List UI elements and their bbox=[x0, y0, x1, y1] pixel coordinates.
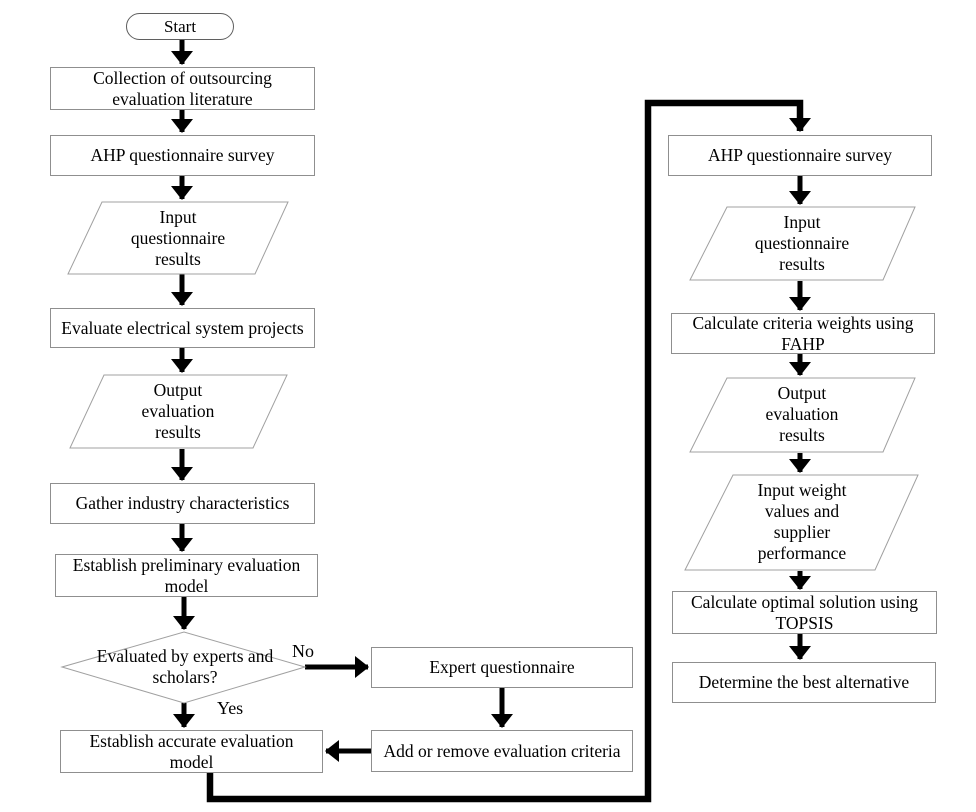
node-label: Establish preliminary evaluation model bbox=[72, 554, 301, 596]
diamond-decision bbox=[60, 631, 307, 704]
node-label: Evaluated by experts and scholars? bbox=[96, 646, 274, 687]
node-label: Collection of outsourcing evaluation lit… bbox=[93, 67, 272, 109]
node-label: Output evaluation results bbox=[765, 382, 839, 445]
node-label: Evaluate electrical system projects bbox=[61, 317, 304, 338]
node-label: Determine the best alternative bbox=[698, 672, 910, 692]
node-label: Establish accurate evaluation model bbox=[89, 730, 294, 772]
arrow-accurate-model-to-right-column bbox=[206, 99, 811, 803]
node-label: Gather industry characteristics bbox=[75, 493, 290, 513]
node-calc-topsis: Calculate optimal solution using TOPSIS bbox=[672, 591, 937, 634]
node-establish-accurate: Establish accurate evaluation model bbox=[60, 730, 323, 773]
node-ahp-survey-left: AHP questionnaire survey bbox=[50, 135, 315, 176]
node-output-results-right: Output evaluation results bbox=[722, 381, 882, 447]
node-input-questionnaire-right: Input questionnaire results bbox=[722, 210, 882, 276]
node-label: Calculate criteria weights using FAHP bbox=[692, 312, 914, 354]
node-label: Start bbox=[163, 17, 197, 36]
parallelogram-input-weights bbox=[684, 474, 919, 571]
parallelogram-output-results-right bbox=[689, 377, 916, 453]
node-collection-of-literature: Collection of outsourcing evaluation lit… bbox=[50, 67, 315, 110]
parallelogram-input-results-right bbox=[689, 206, 916, 281]
node-add-remove-criteria: Add or remove evaluation criteria bbox=[371, 730, 633, 772]
edge-label-no: No bbox=[292, 641, 314, 661]
edge-label-yes: Yes bbox=[217, 698, 244, 718]
node-decision-experts: Evaluated by experts and scholars? bbox=[90, 635, 280, 699]
node-evaluate-projects: Evaluate electrical system projects bbox=[50, 308, 315, 348]
node-label: Input weight values and supplier perform… bbox=[757, 480, 847, 563]
node-calc-weights-fahp: Calculate criteria weights using FAHP bbox=[671, 313, 935, 354]
node-establish-preliminary: Establish preliminary evaluation model bbox=[55, 554, 318, 597]
node-label: Output evaluation results bbox=[141, 379, 215, 442]
node-determine-best: Determine the best alternative bbox=[672, 662, 936, 703]
node-ahp-survey-right: AHP questionnaire survey bbox=[668, 135, 932, 176]
node-label: Input questionnaire results bbox=[130, 206, 226, 269]
parallelogram-output-results-left bbox=[69, 374, 288, 449]
node-input-weights-performance: Input weight values and supplier perform… bbox=[722, 478, 882, 566]
node-label: AHP questionnaire survey bbox=[90, 145, 275, 165]
node-start: Start bbox=[126, 13, 234, 40]
node-gather-industry: Gather industry characteristics bbox=[50, 483, 315, 524]
node-label: Input questionnaire results bbox=[754, 211, 850, 274]
node-expert-questionnaire: Expert questionnaire bbox=[371, 647, 633, 688]
node-label: Add or remove evaluation criteria bbox=[383, 740, 621, 761]
node-label: Expert questionnaire bbox=[429, 657, 575, 677]
node-label: Calculate optimal solution using TOPSIS bbox=[691, 591, 918, 633]
parallelogram-input-results-left bbox=[67, 201, 289, 275]
node-input-questionnaire-left: Input questionnaire results bbox=[93, 205, 263, 271]
node-label: AHP questionnaire survey bbox=[707, 145, 893, 165]
node-output-results-left: Output evaluation results bbox=[93, 378, 263, 444]
